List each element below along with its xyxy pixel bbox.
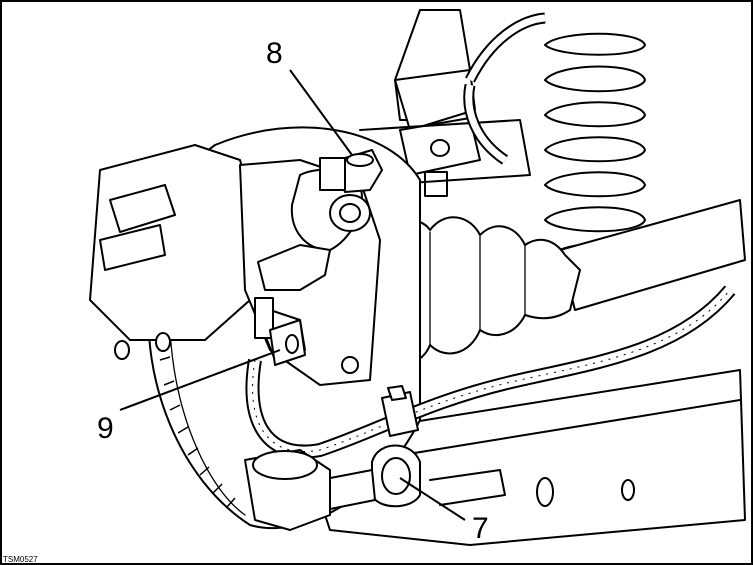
leader-line-9 xyxy=(119,349,281,411)
ball-joint xyxy=(244,449,331,531)
callout-7: 7 xyxy=(472,512,489,545)
sensor-wire-upper xyxy=(463,12,546,165)
bolt-8 xyxy=(319,149,383,193)
reference-code: TSM0527 xyxy=(3,555,38,564)
clamp-7 xyxy=(319,444,421,511)
callout-9: 9 xyxy=(97,412,114,445)
leader-line-7 xyxy=(399,477,466,521)
leader-lines xyxy=(119,69,466,521)
cv-boot xyxy=(379,216,581,365)
upper-control-arm xyxy=(359,9,531,197)
sensor-wire-lower xyxy=(245,285,736,459)
callout-8: 8 xyxy=(266,37,283,70)
wire-clip xyxy=(381,385,419,437)
brake-caliper xyxy=(89,144,261,360)
leader-line-8 xyxy=(289,69,353,156)
